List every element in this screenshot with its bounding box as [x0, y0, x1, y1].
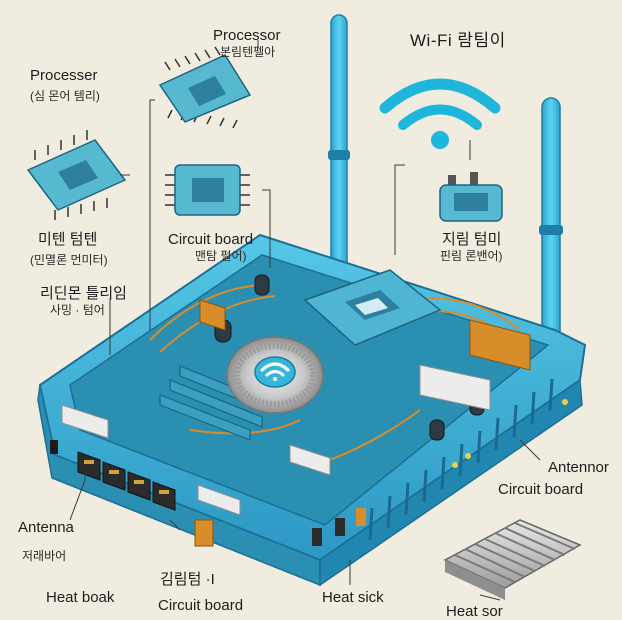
processor-chip-icon: [26, 130, 127, 220]
label-bottom-mid: 김림텀 ·I: [160, 571, 215, 588]
processor-chip-icon: [165, 164, 250, 216]
label-heat-sor: Heat sor: [446, 603, 503, 620]
label-antennor: Antennor: [548, 459, 609, 476]
label-circuit-board-mid-sub: 맨탐 펄어): [195, 249, 247, 263]
label-processor-top: Processor: [213, 27, 281, 44]
label-heat-sick: Heat sick: [322, 589, 384, 606]
label-processor-left-sub: (심 몬어 템리): [30, 89, 100, 103]
power-plug-icon: [439, 172, 503, 222]
label-circuit-board-bottom: Circuit board: [158, 597, 244, 614]
label-left-mid-2-sub: 사밍 · 텀어: [50, 303, 105, 317]
label-right-mid: 지림 텀미: [442, 231, 502, 248]
antenna-left: [325, 14, 353, 283]
label-right-mid-sub: 핀림 론밴어): [440, 249, 503, 263]
wifi-icon: [379, 78, 501, 149]
leader-lines: [69, 40, 541, 601]
ethernet-ports: [77, 451, 176, 511]
heat-sink-icon: [443, 519, 582, 600]
internal-components: [61, 269, 531, 516]
label-heat-boak: Heat boak: [46, 589, 115, 606]
label-processor-left: Processer: [30, 67, 98, 84]
label-processor-top-sub: 본림텐펠아: [220, 45, 276, 59]
fan-icon: [226, 336, 324, 414]
label-left-mid-2: 리딘몬 틀리임: [40, 285, 127, 302]
label-antenna-sub: 저래바어: [22, 549, 67, 563]
label-circuit-board-right: Circuit board: [498, 481, 584, 498]
label-wifi-title: Wi-Fi 람팀이: [410, 31, 506, 50]
board-processor-chip: [303, 269, 442, 346]
antenna-right: [536, 97, 566, 355]
label-antenna: Antenna: [18, 519, 74, 536]
label-left-mid-1: 미텐 텀텐: [38, 231, 98, 248]
processor-chip-icon: [158, 46, 252, 129]
label-circuit-board-mid: Circuit board: [168, 231, 254, 248]
label-left-mid-1-sub: (민멸론 먼미터): [30, 253, 108, 267]
